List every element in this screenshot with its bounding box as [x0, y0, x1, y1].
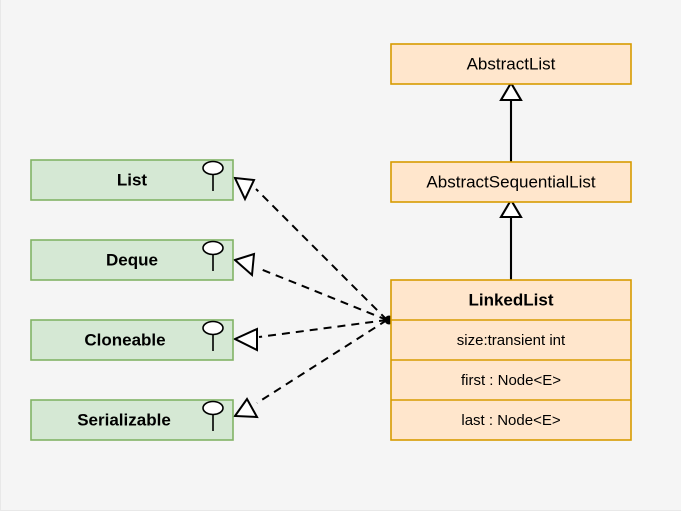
- hollow-triangle-arrowhead-icon: [499, 197, 523, 219]
- interface-title-cloneable: Cloneable: [84, 330, 165, 349]
- generalization-linkedlist-to-abstractsequentiallist: [499, 197, 523, 280]
- class-box-linkedlist[interactable]: LinkedList size:transient int first : No…: [390, 279, 632, 441]
- hollow-triangle-arrowhead-icon: [233, 252, 256, 278]
- class-box-abstractsequentiallist[interactable]: AbstractSequentialList: [390, 161, 632, 203]
- hollow-triangle-arrowhead-icon: [499, 80, 523, 102]
- interface-box-rect: [30, 159, 234, 201]
- hollow-triangle-arrowhead-icon: [233, 176, 256, 202]
- realization-line: [257, 267, 388, 321]
- class-attribute-last: last : Node<E>: [461, 412, 560, 429]
- realization-line: [255, 188, 388, 321]
- interface-title-deque: Deque: [106, 250, 158, 269]
- class-attribute-size: size:transient int: [457, 332, 566, 349]
- lollipop-ball-icon: [202, 400, 224, 416]
- interface-box-list[interactable]: List: [30, 159, 234, 201]
- realization-linkedlist-to-list: [233, 176, 388, 321]
- lollipop-ball-icon: [202, 240, 224, 256]
- class-title-abstractsequentiallist: AbstractSequentialList: [426, 172, 595, 191]
- generalization-abstractsequentiallist-to-abstractlist: [499, 80, 523, 162]
- hollow-triangle-arrowhead-icon: [232, 327, 258, 352]
- lollipop-ball-icon: [202, 320, 224, 336]
- class-attribute-first: first : Node<E>: [461, 372, 561, 389]
- class-title-linkedlist: LinkedList: [468, 290, 553, 309]
- interface-lollipop-icon: [202, 240, 224, 271]
- realization-line: [258, 319, 388, 338]
- interface-box-rect: [30, 399, 234, 441]
- lollipop-ball-icon: [202, 160, 224, 176]
- interface-box-rect: [30, 319, 234, 361]
- realization-linkedlist-to-cloneable: [232, 319, 388, 352]
- class-box-rect: [390, 161, 632, 203]
- interface-box-rect: [30, 239, 234, 281]
- realization-linkedlist-to-deque: [233, 252, 388, 321]
- interface-title-list: List: [117, 170, 148, 189]
- class-box-abstractlist[interactable]: AbstractList: [390, 43, 632, 85]
- interface-box-deque[interactable]: Deque: [30, 239, 234, 281]
- realization-linkedlist-to-serializable: [233, 319, 388, 419]
- interface-title-serializable: Serializable: [77, 410, 171, 429]
- interface-lollipop-icon: [202, 400, 224, 431]
- class-title-abstractlist: AbstractList: [467, 54, 556, 73]
- realization-line: [256, 319, 388, 404]
- interface-box-serializable[interactable]: Serializable: [30, 399, 234, 441]
- hollow-triangle-arrowhead-icon: [233, 397, 259, 419]
- interface-lollipop-icon: [202, 160, 224, 191]
- interface-lollipop-icon: [202, 320, 224, 351]
- class-box-rect: [390, 43, 632, 85]
- interface-box-cloneable[interactable]: Cloneable: [30, 319, 234, 361]
